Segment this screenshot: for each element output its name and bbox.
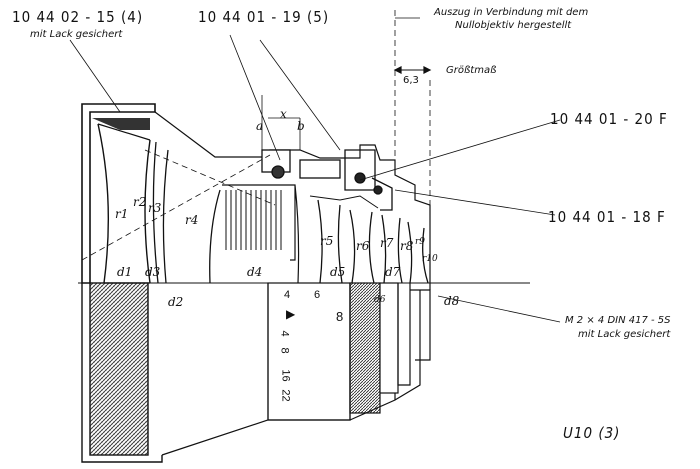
lens-element-5 [317,199,343,284]
scale-4-bottom: 4 [278,330,291,337]
leader-lines [69,34,561,323]
max-size-label: Größtmaß [446,65,497,76]
screw-spec: M 2 × 4 DIN 417 - 5S [565,315,671,326]
screw-note: mit Lack gesichert [578,329,671,340]
radius-label-r7: r7 [380,236,394,250]
scale-8-index: 8 [336,309,344,324]
lens-element-2 [152,141,169,284]
extension-note-line1: Auszug in Verbindung mit dem [434,7,589,18]
focus-ring [349,282,381,414]
thickness-label-d7: d7 [385,265,401,279]
thickness-label-d5: d5 [330,265,346,279]
scale-6: 6 [314,289,321,301]
scale-4-top: 4 [284,289,291,301]
radius-label-r6: r6 [356,239,370,253]
part-number-right-lower: 10 44 01 - 18 F [548,208,666,226]
radius-label-r1: r1 [115,207,129,221]
part-number-top-left: 10 44 02 - 15 (4) [12,8,144,26]
radius-label-r2: r2 [133,195,147,209]
lens-element-1 [97,123,151,284]
lens-element-8 [407,221,429,284]
thread-area [225,190,282,250]
radius-label-r10: r10 [422,254,438,264]
radius-label-r5: r5 [320,234,334,248]
front-ring-lower [89,282,149,456]
drawing-id: U10 (3) [563,424,621,442]
radius-label-r3: r3 [148,201,162,215]
lens-element-7 [381,214,403,284]
lacquer-note-top: mit Lack gesichert [30,29,123,40]
scale-22: 22 [279,389,292,402]
dimension-value: 6,3 [403,75,419,86]
barrel-top-contour [154,111,431,290]
lens-element-6 [349,209,375,284]
thickness-label-d6: d6 [374,295,386,305]
focus-index-arrow-icon: ▶ [286,307,296,321]
thickness-label-d8: d8 [444,294,460,308]
dim-mark-x: x [280,107,287,121]
thickness-label-d4: d4 [247,265,263,279]
thickness-label-d3: d3 [145,265,161,279]
dim-mark-b: b [297,119,305,133]
dim-mark-a: a [256,119,264,133]
scale-16: 16 [279,369,292,382]
part-number-right-upper: 10 44 01 - 20 F [550,110,668,128]
thickness-label-d1: d1 [117,265,133,279]
radius-label-r9: r9 [415,237,426,247]
distance-scale-ring [267,282,351,421]
thickness-label-d2: d2 [168,295,184,309]
part-number-top-middle: 10 44 01 - 19 (5) [198,8,330,26]
radius-label-r8: r8 [400,239,414,253]
scale-8-bottom: 8 [278,347,291,354]
extension-note-line2: Nullobjektiv hergestellt [455,20,572,31]
radius-label-r4: r4 [185,213,199,227]
